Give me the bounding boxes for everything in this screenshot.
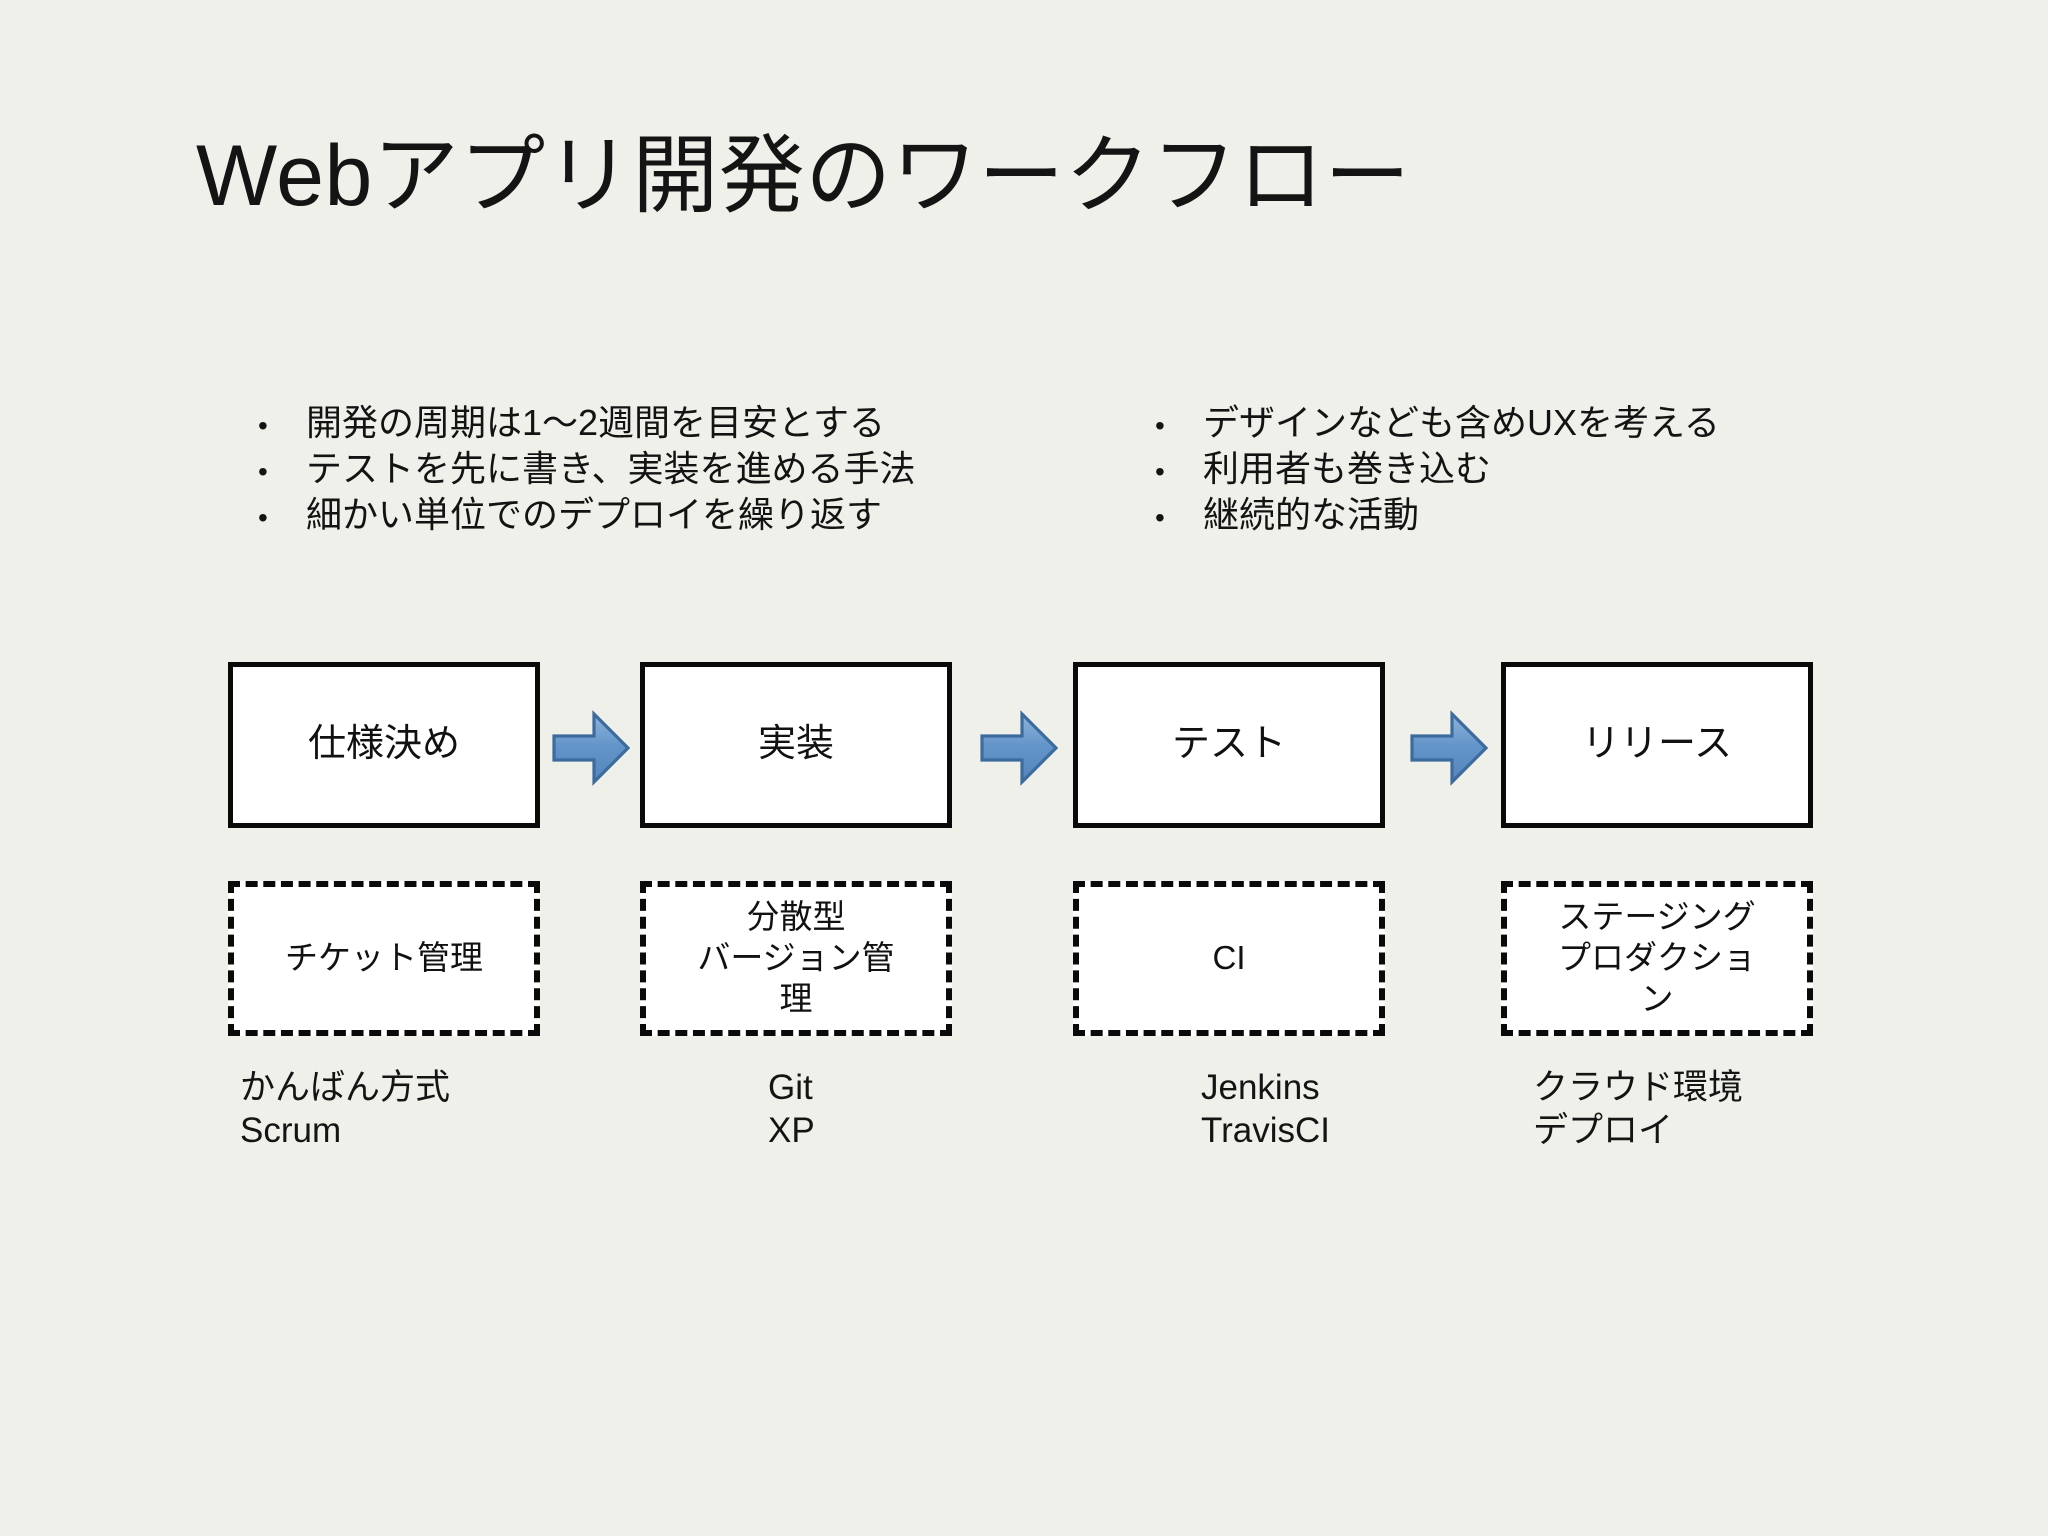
note-line: デプロイ: [1533, 1111, 1674, 1151]
stage-box-test: テスト: [1073, 662, 1385, 828]
list-item: • 細かい単位でのデプロイを繰り返す: [258, 492, 1018, 538]
note-line: Jenkins: [1201, 1068, 1320, 1107]
right-arrow-icon: [980, 710, 1058, 786]
stage-notes: Jenkins TravisCI: [1073, 1066, 1385, 1152]
list-item: • デザインなども含めUXを考える: [1155, 400, 1855, 446]
bullet-point-icon: •: [1155, 502, 1165, 534]
stage-notes: Git XP: [640, 1066, 952, 1152]
list-item: • 利用者も巻き込む: [1155, 446, 1855, 492]
list-item: • 開発の周期は1〜2週間を目安とする: [258, 400, 1018, 446]
bullet-point-icon: •: [1155, 410, 1165, 441]
right-arrow-icon: [552, 710, 630, 786]
list-item-label: 開発の周期は1〜2週間を目安とする: [306, 402, 885, 443]
workflow-column-3: テスト CI Jenkins TravisCI: [1073, 662, 1385, 1152]
workflow-column-1: 仕様決め チケット管理 かんばん方式 Scrum: [228, 662, 540, 1152]
stage-box-label: リリース: [1581, 723, 1733, 766]
stage-box-label: テスト: [1171, 723, 1286, 766]
note-line: クラウド環境: [1533, 1068, 1744, 1107]
tool-box-ci: CI: [1073, 881, 1385, 1036]
bullet-point-icon: •: [258, 502, 268, 534]
tool-box-staging-production: ステージングプロダクション: [1501, 881, 1813, 1036]
bullet-list-right: • デザインなども含めUXを考える • 利用者も巻き込む • 継続的な活動: [1155, 400, 1855, 538]
workflow-column-4: リリース ステージングプロダクション クラウド環境 デプロイ: [1501, 662, 1813, 1152]
note-line: Scrum: [240, 1111, 342, 1151]
workflow-diagram: 仕様決め チケット管理 かんばん方式 Scrum 実装 分散型バージョン管理 G…: [0, 662, 2048, 1202]
stage-box-release: リリース: [1501, 662, 1813, 828]
right-arrow-icon: [1410, 710, 1488, 786]
tool-box-label: 分散型バージョン管理: [697, 898, 895, 1017]
stage-box-implementation: 実装: [640, 662, 952, 828]
list-item-label: 細かい単位でのデプロイを繰り返す: [306, 494, 883, 536]
bullet-point-icon: •: [1155, 456, 1165, 488]
list-item: • 継続的な活動: [1155, 492, 1855, 538]
stage-notes: クラウド環境 デプロイ: [1501, 1066, 1813, 1152]
stage-notes: かんばん方式 Scrum: [228, 1066, 540, 1152]
list-item: • テストを先に書き、実装を進める手法: [258, 446, 1018, 492]
bullet-point-icon: •: [258, 456, 268, 488]
list-item-label: テストを先に書き、実装を進める手法: [306, 448, 916, 490]
tool-box-version-control: 分散型バージョン管理: [640, 881, 952, 1036]
stage-box-specification: 仕様決め: [228, 662, 540, 828]
tool-box-label: チケット管理: [285, 939, 483, 977]
workflow-column-2: 実装 分散型バージョン管理 Git XP: [640, 662, 952, 1152]
list-item-label: 継続的な活動: [1203, 494, 1420, 536]
note-line: TravisCI: [1201, 1111, 1330, 1151]
bullet-list-left: • 開発の周期は1〜2週間を目安とする • テストを先に書き、実装を進める手法 …: [258, 400, 1018, 538]
tool-box-label: CI: [1212, 939, 1246, 977]
list-item-label: 利用者も巻き込む: [1203, 448, 1492, 490]
page-title: Webアプリ開発のワークフロー: [196, 128, 1411, 224]
note-line: かんばん方式: [240, 1068, 451, 1107]
stage-box-label: 仕様決め: [307, 723, 460, 766]
note-line: Git: [768, 1068, 813, 1107]
note-line: XP: [768, 1111, 815, 1151]
tool-box-ticket-management: チケット管理: [228, 881, 540, 1036]
stage-box-label: 実装: [757, 723, 834, 766]
list-item-label: デザインなども含めUXを考える: [1203, 402, 1720, 443]
bullet-point-icon: •: [258, 410, 268, 441]
tool-box-label: ステージングプロダクション: [1558, 898, 1756, 1017]
